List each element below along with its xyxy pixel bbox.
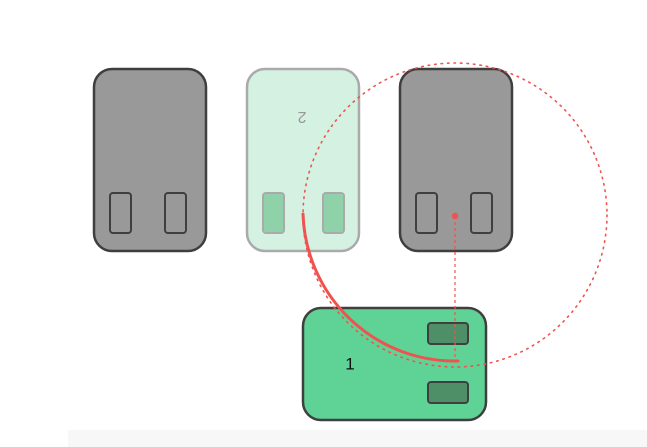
block-left-slot-2 bbox=[164, 192, 187, 234]
block-left-slot-1 bbox=[109, 192, 132, 234]
block-left-body bbox=[92, 67, 208, 253]
block-moved[interactable]: 1 bbox=[301, 306, 488, 422]
block-right-slot-2 bbox=[470, 192, 493, 234]
block-ghost-slot-1 bbox=[262, 192, 285, 234]
block-ghost: 2 bbox=[245, 67, 361, 253]
canvas-bottom-strip bbox=[68, 430, 647, 447]
block-moved-label: 1 bbox=[345, 354, 354, 373]
block-right-slot-1 bbox=[415, 192, 438, 234]
rotation-arc bbox=[301, 212, 460, 363]
block-right[interactable] bbox=[398, 67, 514, 253]
block-moved-slot-2 bbox=[427, 381, 469, 404]
pivot-dot bbox=[451, 212, 459, 220]
block-moved-slot-1 bbox=[427, 322, 469, 345]
block-right-body bbox=[398, 67, 514, 253]
rotation-guide-circle bbox=[302, 62, 608, 368]
block-ghost-label: 2 bbox=[297, 108, 306, 125]
block-ghost-slot-2 bbox=[322, 192, 345, 234]
block-left[interactable] bbox=[92, 67, 208, 253]
